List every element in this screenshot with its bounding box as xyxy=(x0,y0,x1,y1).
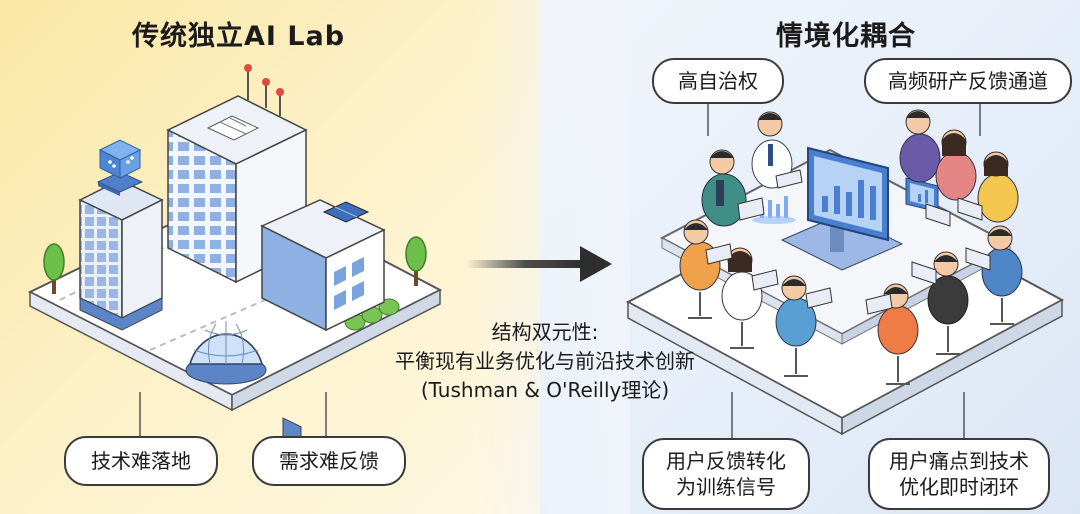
center-caption: 结构双元性: 平衡现有业务优化与前沿技术创新 (Tushman & O'Reil… xyxy=(340,318,750,405)
laptop-icon xyxy=(911,261,937,285)
label-pain-points: 用户痛点到技术 优化即时闭环 xyxy=(868,438,1050,510)
tree-icon xyxy=(405,236,427,286)
laptop-icon xyxy=(865,293,893,315)
label-feedback-channel: 高频研产反馈通道 xyxy=(864,58,1072,104)
low-office-building xyxy=(260,199,386,458)
center-caption-line1: 结构双元性: xyxy=(491,320,599,344)
label-pain-points-line2: 优化即时闭环 xyxy=(899,475,1019,499)
chairs xyxy=(688,292,1014,385)
person-figure xyxy=(927,251,969,325)
person-figure xyxy=(935,129,977,201)
laptop-icon xyxy=(737,197,765,221)
person-figure xyxy=(981,225,1023,297)
person-figure xyxy=(899,109,941,183)
dashboard-monitor-icon xyxy=(780,146,904,271)
label-high-autonomy: 高自治权 xyxy=(652,58,784,104)
tree-icon xyxy=(43,243,65,294)
label-user-feedback-line2: 为训练信号 xyxy=(676,475,776,499)
label-pain-points-line1: 用户痛点到技术 xyxy=(889,449,1029,473)
laptop-icon xyxy=(751,269,779,291)
center-caption-line3: (Tushman & O'Reilly理论) xyxy=(420,378,670,402)
panel-blend xyxy=(470,0,630,514)
label-demand-feedback: 需求难反馈 xyxy=(252,436,406,486)
globe-dome-icon xyxy=(185,321,267,385)
left-title: 传统独立AI Lab xyxy=(132,21,346,52)
laptop-icon xyxy=(925,203,951,227)
transition-arrow-icon xyxy=(466,246,612,282)
label-user-feedback: 用户反馈转化 为训练信号 xyxy=(642,438,810,510)
laptop-icon xyxy=(805,287,833,309)
small-display-icon xyxy=(905,177,939,213)
laptop-icon xyxy=(965,247,991,271)
person-figure xyxy=(775,275,817,347)
laptop-icon xyxy=(775,169,803,189)
laptop-icon xyxy=(705,243,733,265)
right-title: 情境化耦合 xyxy=(776,21,916,52)
person-figure xyxy=(701,149,747,227)
ai-cube-icon xyxy=(98,139,142,179)
label-tech-landing: 技术难落地 xyxy=(64,436,218,486)
solar-panel-icon xyxy=(322,201,370,223)
person-figure xyxy=(977,151,1019,223)
label-user-feedback-line1: 用户反馈转化 xyxy=(666,449,786,473)
ai-tower-building xyxy=(78,139,164,331)
person-figure xyxy=(721,247,763,321)
laptop-icon xyxy=(957,197,983,221)
center-caption-line2: 平衡现有业务优化与前沿技术创新 xyxy=(395,349,695,373)
